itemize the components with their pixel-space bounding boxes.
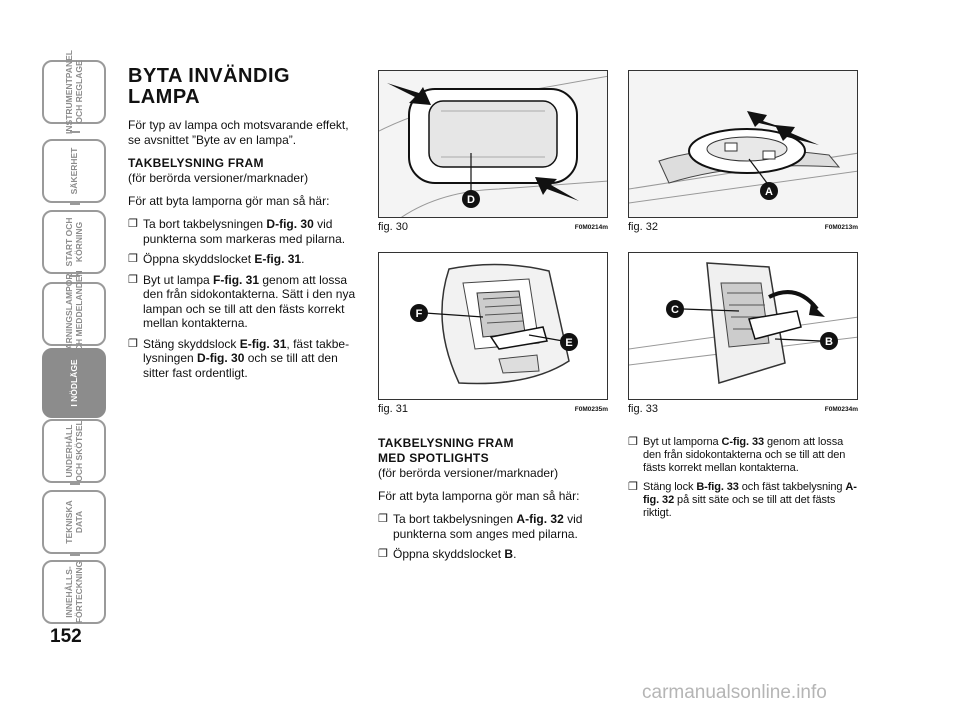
list-item: Stäng skyddslock E-fig. 31, fäst takbe­l…: [128, 337, 360, 381]
intro-text: För typ av lampa och motsvarande effekt,…: [128, 118, 349, 147]
figure-code: F0M0235m: [574, 406, 608, 413]
column-3: Byt ut lamporna C-fig. 33 genom att loss…: [628, 436, 860, 526]
figure-label: fig. 31: [378, 403, 408, 415]
lead-text: För att byta lamporna gör man så här:: [378, 489, 580, 503]
list-item: Ta bort takbelysningen A-fig. 32 vid pun…: [378, 512, 608, 541]
figure-marker: C: [671, 304, 679, 316]
list-item: Byt ut lampa F-fig. 31 genom att lossa d…: [128, 273, 360, 331]
figure-marker: D: [467, 194, 475, 206]
section-subheading: (för berörda versioner/marknader): [128, 171, 309, 185]
section-heading-2: MED SPOTLIGHTS: [378, 451, 489, 465]
tab-separator: [70, 554, 80, 556]
tab-i-nodlage[interactable]: I NÖDLÄGE: [42, 348, 106, 418]
figure-31-image: F E: [378, 252, 608, 400]
section-subheading: (för berörda versioner/marknader): [378, 466, 559, 480]
figure-30-image: D: [378, 70, 608, 218]
section-heading: TAKBELYSNING FRAM: [378, 436, 514, 450]
tab-separator: [70, 483, 80, 485]
tab-underhall[interactable]: UNDERHÅLL OCH SKÖTSEL: [42, 419, 106, 483]
section-heading: TAKBELYSNING FRAM: [128, 156, 264, 170]
tab-tekniska-data[interactable]: TEKNISKA DATA: [42, 490, 106, 554]
list-item: Ta bort takbelysningen D-fig. 30 vid pun…: [128, 217, 360, 246]
figure-marker: E: [565, 337, 572, 349]
figure-code: F0M0234m: [824, 406, 858, 413]
list-item: Öppna skyddslocket B.: [378, 547, 608, 562]
figure-33-image: C B: [628, 252, 858, 400]
page-number: 152: [50, 626, 82, 647]
tab-separator: [70, 131, 80, 133]
figure-label: fig. 30: [378, 221, 408, 233]
list-item: Stäng lock B-fig. 33 och fäst takbelys­n…: [628, 481, 860, 520]
column-2: TAKBELYSNING FRAM MED SPOTLIGHTS (för be…: [378, 436, 608, 568]
figure-marker: A: [765, 186, 773, 198]
figure-code: F0M0213m: [824, 224, 858, 231]
figure-marker: B: [825, 336, 833, 348]
column-1: BYTA INVÄNDIG LAMPA För typ av lampa och…: [128, 66, 360, 386]
tab-separator: [70, 203, 80, 205]
figure-32-image: A: [628, 70, 858, 218]
figure-label: fig. 32: [628, 221, 658, 233]
list-item: Öppna skyddslocket E-fig. 31.: [128, 252, 360, 267]
tab-start-och-korning[interactable]: START OCH KÖRNING: [42, 210, 106, 274]
figure-code: F0M0214m: [574, 224, 608, 231]
list-item: Byt ut lamporna C-fig. 33 genom att loss…: [628, 436, 860, 475]
watermark: carmanualsonline.info: [642, 682, 827, 703]
figure-marker: F: [416, 308, 423, 320]
figure-label: fig. 33: [628, 403, 658, 415]
tab-sakerhet[interactable]: SÄKERHET: [42, 139, 106, 203]
tab-instrumentpanel[interactable]: INSTRUMENTPANEL OCH REGLAGE: [42, 50, 106, 134]
tab-separator: [70, 275, 80, 277]
tab-varningslampor[interactable]: VARNINGSLAMPOR OCH MEDDELANDEN: [42, 270, 106, 358]
tab-innehallsforteckning[interactable]: INNEHÅLLS- FÖRTECKNING: [42, 560, 106, 624]
page-title: BYTA INVÄNDIG LAMPA: [128, 65, 291, 108]
lead-text: För att byta lamporna gör man så här:: [128, 194, 330, 208]
